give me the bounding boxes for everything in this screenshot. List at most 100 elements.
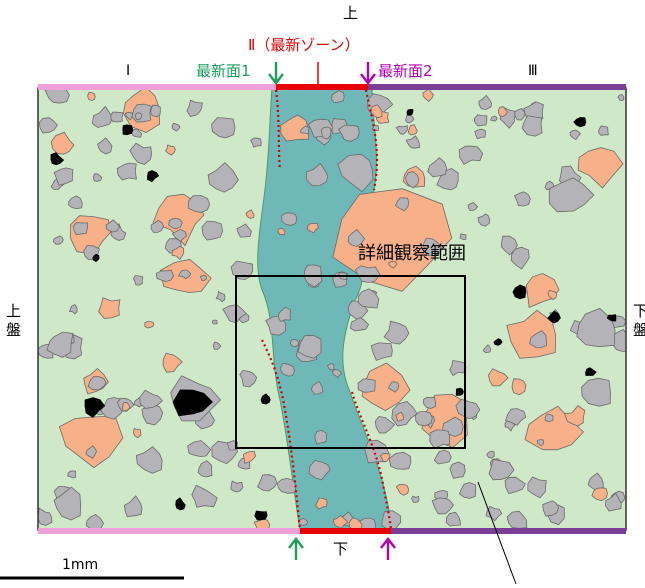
- gray-clast: [458, 145, 484, 165]
- gray-clast: [87, 376, 107, 391]
- gray-clast: [91, 105, 113, 128]
- surface-1-arrow-top: [268, 62, 284, 85]
- gray-clast: [429, 429, 451, 450]
- gray-clast: [477, 213, 491, 227]
- void: [455, 387, 464, 396]
- gray-clast: [383, 320, 410, 345]
- gray-clast: [513, 191, 531, 207]
- gray-clast: [521, 115, 543, 137]
- orange-clast: [524, 405, 584, 451]
- gray-clast: [423, 396, 437, 409]
- gray-clast: [134, 112, 143, 121]
- orange-clast: [307, 222, 319, 234]
- gray-clast: [326, 363, 335, 371]
- gray-clast: [308, 459, 331, 481]
- gray-clast: [458, 482, 477, 499]
- gray-clast: [187, 195, 211, 213]
- orange-clast: [98, 297, 121, 319]
- gray-clast: [310, 380, 324, 395]
- gray-clast: [405, 114, 415, 124]
- gray-clast: [92, 173, 103, 182]
- orange-clast: [277, 227, 286, 236]
- orange-clast: [122, 401, 131, 412]
- gray-clast: [394, 197, 410, 212]
- gray-clast: [338, 124, 360, 142]
- gray-clast: [405, 171, 420, 189]
- void: [147, 170, 160, 183]
- gray-clast: [139, 389, 163, 409]
- gray-clast: [536, 439, 544, 447]
- gray-clast: [105, 219, 121, 233]
- gray-clast: [542, 500, 559, 517]
- gray-clast: [68, 304, 78, 315]
- gray-clast: [297, 334, 322, 359]
- clasts-layer: [38, 88, 626, 530]
- orange-clast: [388, 260, 398, 269]
- gray-clast: [257, 474, 278, 492]
- gray-clast: [305, 162, 329, 187]
- void: [260, 393, 271, 405]
- zone-2-bar-bottom: [300, 528, 391, 534]
- gray-clast: [279, 362, 295, 377]
- orange-clast: [333, 514, 349, 529]
- gray-clast: [197, 460, 213, 478]
- surface-2-label: 最新面2: [378, 62, 433, 80]
- orange-clast: [253, 518, 271, 530]
- gray-clast: [150, 219, 165, 233]
- gray-clast: [617, 94, 625, 102]
- gray-clast: [236, 223, 252, 238]
- gray-clast: [53, 486, 82, 521]
- void: [92, 253, 100, 263]
- void: [585, 367, 597, 376]
- gray-clast: [478, 94, 492, 110]
- bottom-label: 下: [333, 540, 349, 558]
- gray-clast: [427, 157, 448, 178]
- gray-clast: [387, 381, 400, 393]
- gray-clast: [370, 342, 393, 361]
- gray-clast: [215, 290, 226, 303]
- top-label: 上: [343, 4, 359, 22]
- gray-clast: [250, 137, 262, 148]
- gray-clast: [239, 369, 258, 388]
- gray-clast: [415, 411, 433, 427]
- orange-clast: [332, 188, 453, 292]
- orange-clast: [395, 411, 405, 422]
- gray-clast: [171, 228, 188, 242]
- zone-3-bar-bottom: [391, 528, 626, 534]
- gray-clast: [467, 202, 479, 211]
- void: [512, 284, 527, 300]
- gray-clast: [177, 269, 192, 280]
- left-wall-label: 上 盤: [6, 302, 22, 339]
- orange-clast: [547, 289, 558, 300]
- gray-clast: [544, 413, 554, 422]
- orange-clast: [133, 427, 142, 439]
- gray-clast: [433, 449, 452, 465]
- gray-clast: [199, 274, 208, 281]
- gray-clast: [504, 476, 526, 495]
- void: [84, 397, 106, 418]
- orange-clast: [379, 452, 391, 463]
- gray-clast: [527, 476, 547, 499]
- gray-clast: [72, 222, 89, 236]
- void: [172, 389, 213, 417]
- gray-clast: [116, 162, 137, 181]
- gray-clast: [473, 114, 488, 127]
- orange-clast: [242, 451, 256, 464]
- void: [122, 124, 134, 136]
- gray-clast: [569, 129, 582, 141]
- gray-clast: [211, 319, 218, 325]
- gray-clast: [486, 450, 495, 459]
- right-wall-label: 下 盤: [633, 302, 645, 339]
- zone-1-bar-top: [38, 84, 276, 90]
- gray-clast: [445, 511, 461, 527]
- gray-clast: [171, 122, 181, 132]
- orange-clast: [245, 209, 255, 219]
- surface-1-label: 最新面1: [196, 62, 251, 80]
- gray-clast: [347, 228, 365, 247]
- gray-clast: [168, 217, 183, 230]
- void: [50, 152, 65, 166]
- gray-clast: [455, 398, 481, 420]
- gray-clast: [501, 235, 518, 256]
- section-body: [38, 88, 626, 530]
